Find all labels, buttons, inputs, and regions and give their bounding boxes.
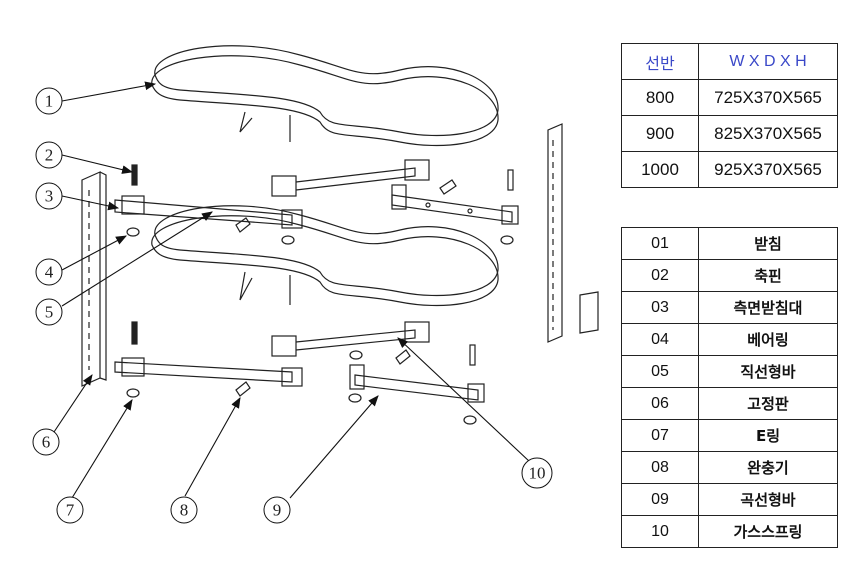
part-number-cell: 04 [621,323,699,356]
callout-2: 2 [45,146,54,165]
upper-curved-bar [391,184,519,225]
part-name-cell: 곡선형바 [698,483,838,516]
part-name-cell: 직선형바 [698,355,838,388]
part-name-cell: 베어링 [698,323,838,356]
size-header-dimensions: W X D X H [698,43,838,80]
lower-gas-spring [271,321,430,357]
middle-shelf-tray [151,205,499,307]
callout-5: 5 [45,303,54,322]
callout-circles [32,87,553,524]
size-table-header: 선반 W X D X H [621,43,838,80]
part-number-cell: 02 [621,259,699,292]
size-dimensions-cell: 925X370X565 [698,151,838,188]
callout-4: 4 [45,263,54,282]
size-shelf-cell: 800 [621,79,699,116]
right-side-bracket [547,123,599,343]
part-name-cell: 가스스프링 [698,515,838,548]
top-shelf-tray [151,45,499,147]
size-dimensions-cell: 725X370X565 [698,79,838,116]
part-number-cell: 03 [621,291,699,324]
part-number-cell: 05 [621,355,699,388]
size-table: 선반 W X D X H 800 725X370X565 900 825X370… [621,43,838,188]
leader-lines [51,81,531,499]
part-name-cell: 측면받침대 [698,291,838,324]
part-number-cell: 10 [621,515,699,548]
part-name-cell: 완충기 [698,451,838,484]
callout-1: 1 [45,92,54,111]
part-number-cell: 08 [621,451,699,484]
size-dimensions-cell: 825X370X565 [698,115,838,152]
callout-3: 3 [45,187,54,206]
callout-7: 7 [66,501,75,520]
part-name-cell: E링 [698,419,838,452]
upper-straight-bar [114,195,303,229]
axle-pins [131,164,514,366]
buffers [235,179,457,397]
callout-8: 8 [180,501,189,520]
part-number-cell: 09 [621,483,699,516]
lower-curved-bar [349,364,485,403]
callout-6: 6 [42,433,51,452]
size-table-row: 1000 925X370X565 [621,151,838,188]
size-table-row: 800 725X370X565 [621,79,838,116]
size-table-row: 900 825X370X565 [621,115,838,152]
part-name-cell: 고정판 [698,387,838,420]
lower-straight-bar [114,357,303,387]
part-number-cell: 06 [621,387,699,420]
part-number-cell: 07 [621,419,699,452]
size-shelf-cell: 900 [621,115,699,152]
callout-9: 9 [273,501,282,520]
part-name-cell: 축핀 [698,259,838,292]
size-shelf-cell: 1000 [621,151,699,188]
callout-10: 10 [529,464,546,483]
bearings [126,227,514,425]
upper-gas-spring [271,159,430,197]
part-name-cell: 받침 [698,227,838,260]
left-side-bracket [81,171,107,387]
part-number-cell: 01 [621,227,699,260]
size-header-shelf: 선반 [621,43,699,80]
